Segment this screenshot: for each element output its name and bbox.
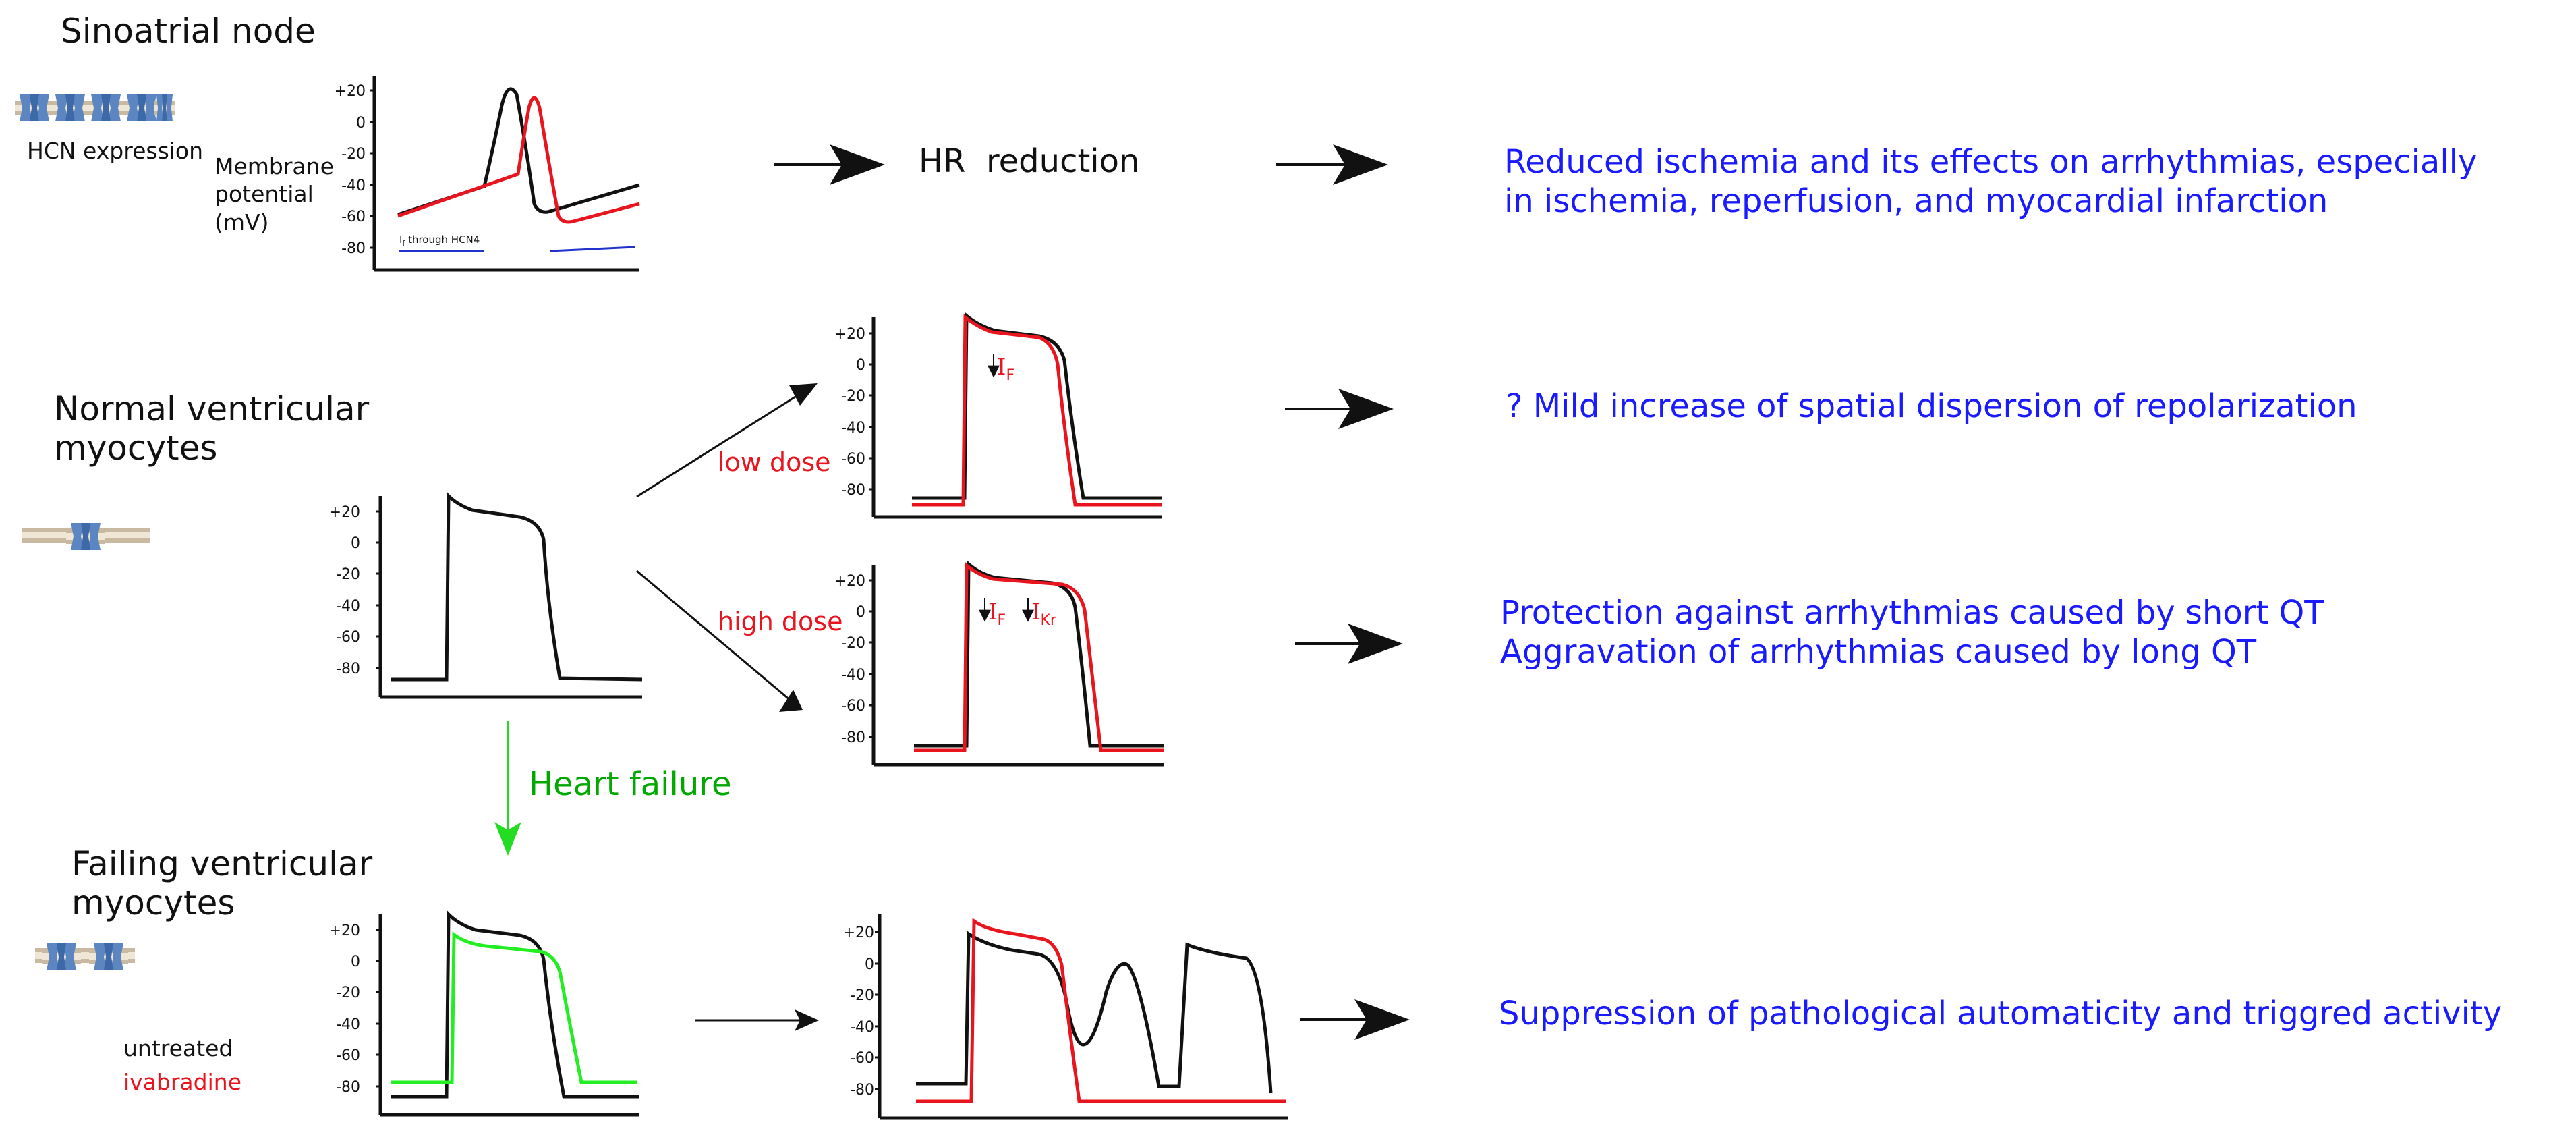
low-dose-label: low dose — [718, 447, 831, 477]
current-bar-if — [549, 246, 636, 252]
tick-label: -80 — [336, 1079, 360, 1096]
tick-label: -40 — [841, 420, 865, 437]
trace-sinoatrial-ivabradine — [397, 96, 640, 224]
tick-label: -40 — [341, 177, 366, 194]
trace-high-dose-ivabradine — [914, 561, 1164, 752]
failing-title: Failing ventricular myocytes — [71, 844, 373, 922]
tick-label: -60 — [336, 1047, 360, 1064]
tick-label: -40 — [336, 1016, 360, 1033]
high-dose-arrow — [636, 570, 803, 712]
hcn-expression-label: HCN expression — [27, 138, 204, 164]
tick-label: +20 — [329, 922, 360, 939]
current-label-if: If through HCN4 — [399, 233, 480, 248]
current-label-if: IF — [988, 599, 1006, 629]
heart-failure-label: Heart failure — [529, 765, 732, 803]
current-label-ikr: IKr — [1031, 599, 1057, 629]
result-low-dose: ? Mild increase of spatial dispersion of… — [1506, 387, 2357, 425]
tick-label: +20 — [843, 924, 874, 941]
tick-label: +20 — [834, 326, 865, 343]
trace-low-dose-untreated — [912, 312, 1162, 500]
trace-ead-untreated — [916, 931, 1273, 1094]
legend-untreated: untreated — [123, 1035, 233, 1061]
arrow-right-icon — [1300, 999, 1410, 1040]
tick-label: 0 — [865, 956, 874, 973]
arrow-right-icon — [774, 144, 885, 185]
tick-label: -20 — [336, 985, 360, 1001]
tick-label: -60 — [841, 451, 865, 468]
result-sinoatrial: Reduced ischemia and its effects on arrh… — [1504, 143, 2478, 220]
ion-channel-membrane-icon — [35, 943, 135, 970]
tick-label: 0 — [351, 535, 360, 552]
tick-label: -40 — [336, 598, 360, 615]
tick-label: +20 — [834, 573, 865, 590]
low-dose-arrow — [636, 383, 818, 498]
tick-label: -60 — [841, 698, 865, 715]
plot-sinoatrial: +20 0 -20 -40 -60 -80 If through HCN4 — [335, 76, 640, 272]
tick-label: -20 — [850, 987, 874, 1004]
tick-label: +20 — [335, 83, 366, 100]
plot-sinoatrial-ticks: +20 0 -20 -40 -60 -80 — [335, 83, 374, 257]
tick-label: -80 — [850, 1082, 874, 1099]
trace-failing-baseline — [391, 910, 639, 1099]
tick-label: -60 — [341, 209, 366, 225]
tick-label: -20 — [841, 388, 865, 405]
trace-ead-ivabradine — [916, 918, 1286, 1103]
legend-ivabradine: ivabradine — [123, 1069, 241, 1095]
tick-label: -40 — [850, 1019, 874, 1036]
tick-label: -80 — [841, 482, 865, 499]
plot-high-dose: +20 0 -20 -40 -60 -80 IF IKr — [834, 560, 1164, 767]
tick-label: -20 — [841, 635, 865, 652]
tick-label: -80 — [336, 661, 360, 677]
tick-label: 0 — [856, 604, 865, 621]
tick-label: -80 — [841, 729, 865, 746]
current-label-if: IF — [997, 354, 1014, 384]
trace-high-dose-untreated — [914, 560, 1164, 748]
heart-failure-arrow — [494, 721, 521, 856]
tick-label: 0 — [351, 953, 360, 970]
high-dose-label: high dose — [718, 607, 843, 636]
ion-channel-membrane-icon — [15, 94, 175, 121]
plot-failing: +20 0 -20 -40 -60 -80 — [329, 910, 639, 1117]
sinoatrial-title: Sinoatrial node — [61, 11, 316, 51]
tick-label: -20 — [341, 146, 366, 163]
tick-label: -40 — [841, 667, 865, 684]
tick-label: 0 — [356, 115, 366, 132]
tick-label: 0 — [856, 357, 865, 374]
hr-reduction-label: HR reduction — [919, 142, 1140, 180]
plot-failing-ead: +20 0 -20 -40 -60 -80 — [843, 914, 1288, 1120]
arrow-right-icon — [695, 1009, 819, 1031]
arrow-right-icon — [1285, 389, 1394, 429]
tick-label: -60 — [850, 1050, 874, 1067]
plot-normal: +20 0 -20 -40 -60 -80 — [329, 492, 643, 699]
tick-label: +20 — [329, 504, 360, 521]
tick-label: -60 — [336, 629, 360, 646]
ion-channel-membrane-icon — [22, 523, 150, 550]
arrow-right-icon — [1295, 624, 1403, 664]
tick-label: -80 — [341, 240, 366, 257]
trace-sinoatrial-untreated — [397, 87, 640, 217]
membrane-potential-label: Membrane potential (mV) — [214, 153, 334, 236]
arrow-right-icon — [1276, 144, 1388, 185]
result-high-dose: Protection against arrhythmias caused by… — [1500, 594, 2324, 671]
trace-low-dose-ivabradine — [912, 313, 1162, 507]
normal-title: Normal ventricular myocytes — [54, 389, 370, 468]
trace-failing-treated — [391, 931, 637, 1084]
result-failing: Suppression of pathological automaticity… — [1499, 995, 2502, 1032]
tick-label: -20 — [336, 566, 360, 583]
plot-low-dose: +20 0 -20 -40 -60 -80 IF — [834, 312, 1162, 519]
trace-normal-baseline — [391, 492, 643, 682]
